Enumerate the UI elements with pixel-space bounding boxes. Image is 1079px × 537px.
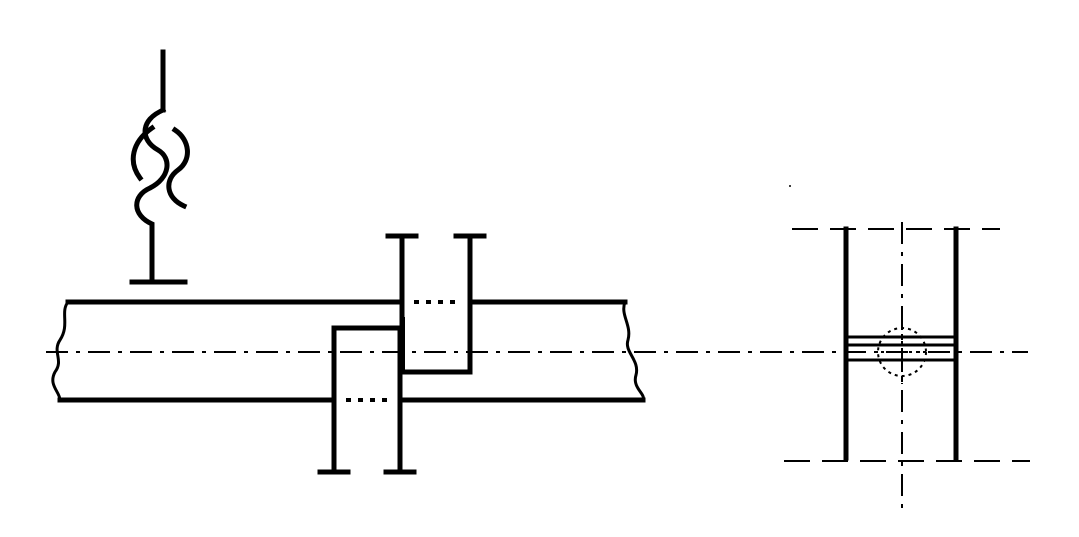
pipe-left-break-line (51, 301, 70, 401)
lower-plate (317, 325, 417, 475)
pipe-right-break-line (622, 301, 645, 401)
front-view (51, 49, 646, 475)
scan-speck (789, 185, 791, 187)
wavy-line-break-symbol-icon (129, 49, 190, 285)
pipe-body (51, 299, 646, 403)
side-view (784, 222, 1030, 512)
overlap-inner-edge (402, 317, 405, 372)
